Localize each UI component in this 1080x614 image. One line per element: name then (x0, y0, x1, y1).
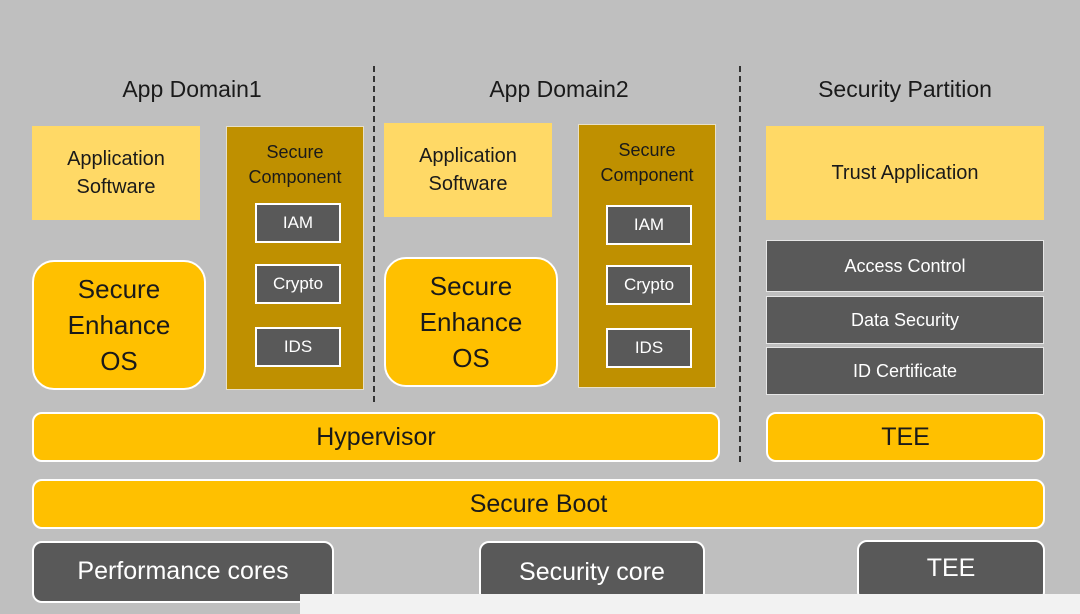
service-access-control: Access Control (766, 240, 1044, 292)
service-data-security: Data Security (766, 296, 1044, 344)
domain-separator-2 (739, 66, 741, 462)
secure-enhance-os-label: Secure Enhance OS (67, 274, 171, 376)
component-iam: IAM (255, 203, 341, 243)
component-ids: IDS (606, 328, 692, 368)
bottom-strip (300, 594, 1080, 614)
app-domain-1-secure-component: Secure Component IAM Crypto IDS (226, 126, 364, 390)
hypervisor-label: Hypervisor (316, 422, 436, 451)
app-domain-1-application-software: Application Software (32, 126, 200, 220)
component-crypto: Crypto (255, 264, 341, 304)
app-domain-2-title: App Domain2 (489, 76, 629, 102)
secure-component-label: Secure Component (248, 142, 342, 187)
tee-bar: TEE (766, 412, 1045, 462)
component-ids: IDS (255, 327, 341, 367)
app-domain-2-secure-enhance-os: Secure Enhance OS (384, 257, 558, 387)
hypervisor-bar: Hypervisor (32, 412, 720, 462)
security-partition-title: Security Partition (818, 76, 992, 102)
domain-separator-1 (373, 66, 375, 402)
security-core-label: Security core (519, 557, 665, 586)
tee-label: TEE (881, 422, 930, 451)
app-domain-2-secure-component: Secure Component IAM Crypto IDS (578, 124, 716, 388)
secure-component-label: Secure Component (600, 140, 694, 185)
app-domain-2-application-software: Application Software (384, 123, 552, 217)
component-crypto: Crypto (606, 265, 692, 305)
trust-application-label: Trust Application (831, 161, 979, 184)
trust-application-box: Trust Application (766, 126, 1044, 220)
performance-cores-box: Performance cores (32, 541, 334, 603)
service-id-certificate: ID Certificate (766, 347, 1044, 395)
app-domain-1-title: App Domain1 (122, 76, 262, 102)
secure-boot-bar: Secure Boot (32, 479, 1045, 529)
app-domain-1-secure-enhance-os: Secure Enhance OS (32, 260, 206, 390)
component-iam: IAM (606, 205, 692, 245)
secure-enhance-os-label: Secure Enhance OS (419, 271, 523, 373)
secure-boot-label: Secure Boot (469, 489, 608, 518)
security-core-box: Security core (479, 541, 705, 603)
application-software-label: Application Software (419, 145, 517, 195)
tee-core-label: TEE (926, 553, 976, 582)
application-software-label: Application Software (67, 148, 165, 198)
tee-core-box: TEE (857, 540, 1045, 602)
performance-cores-label: Performance cores (77, 556, 289, 585)
